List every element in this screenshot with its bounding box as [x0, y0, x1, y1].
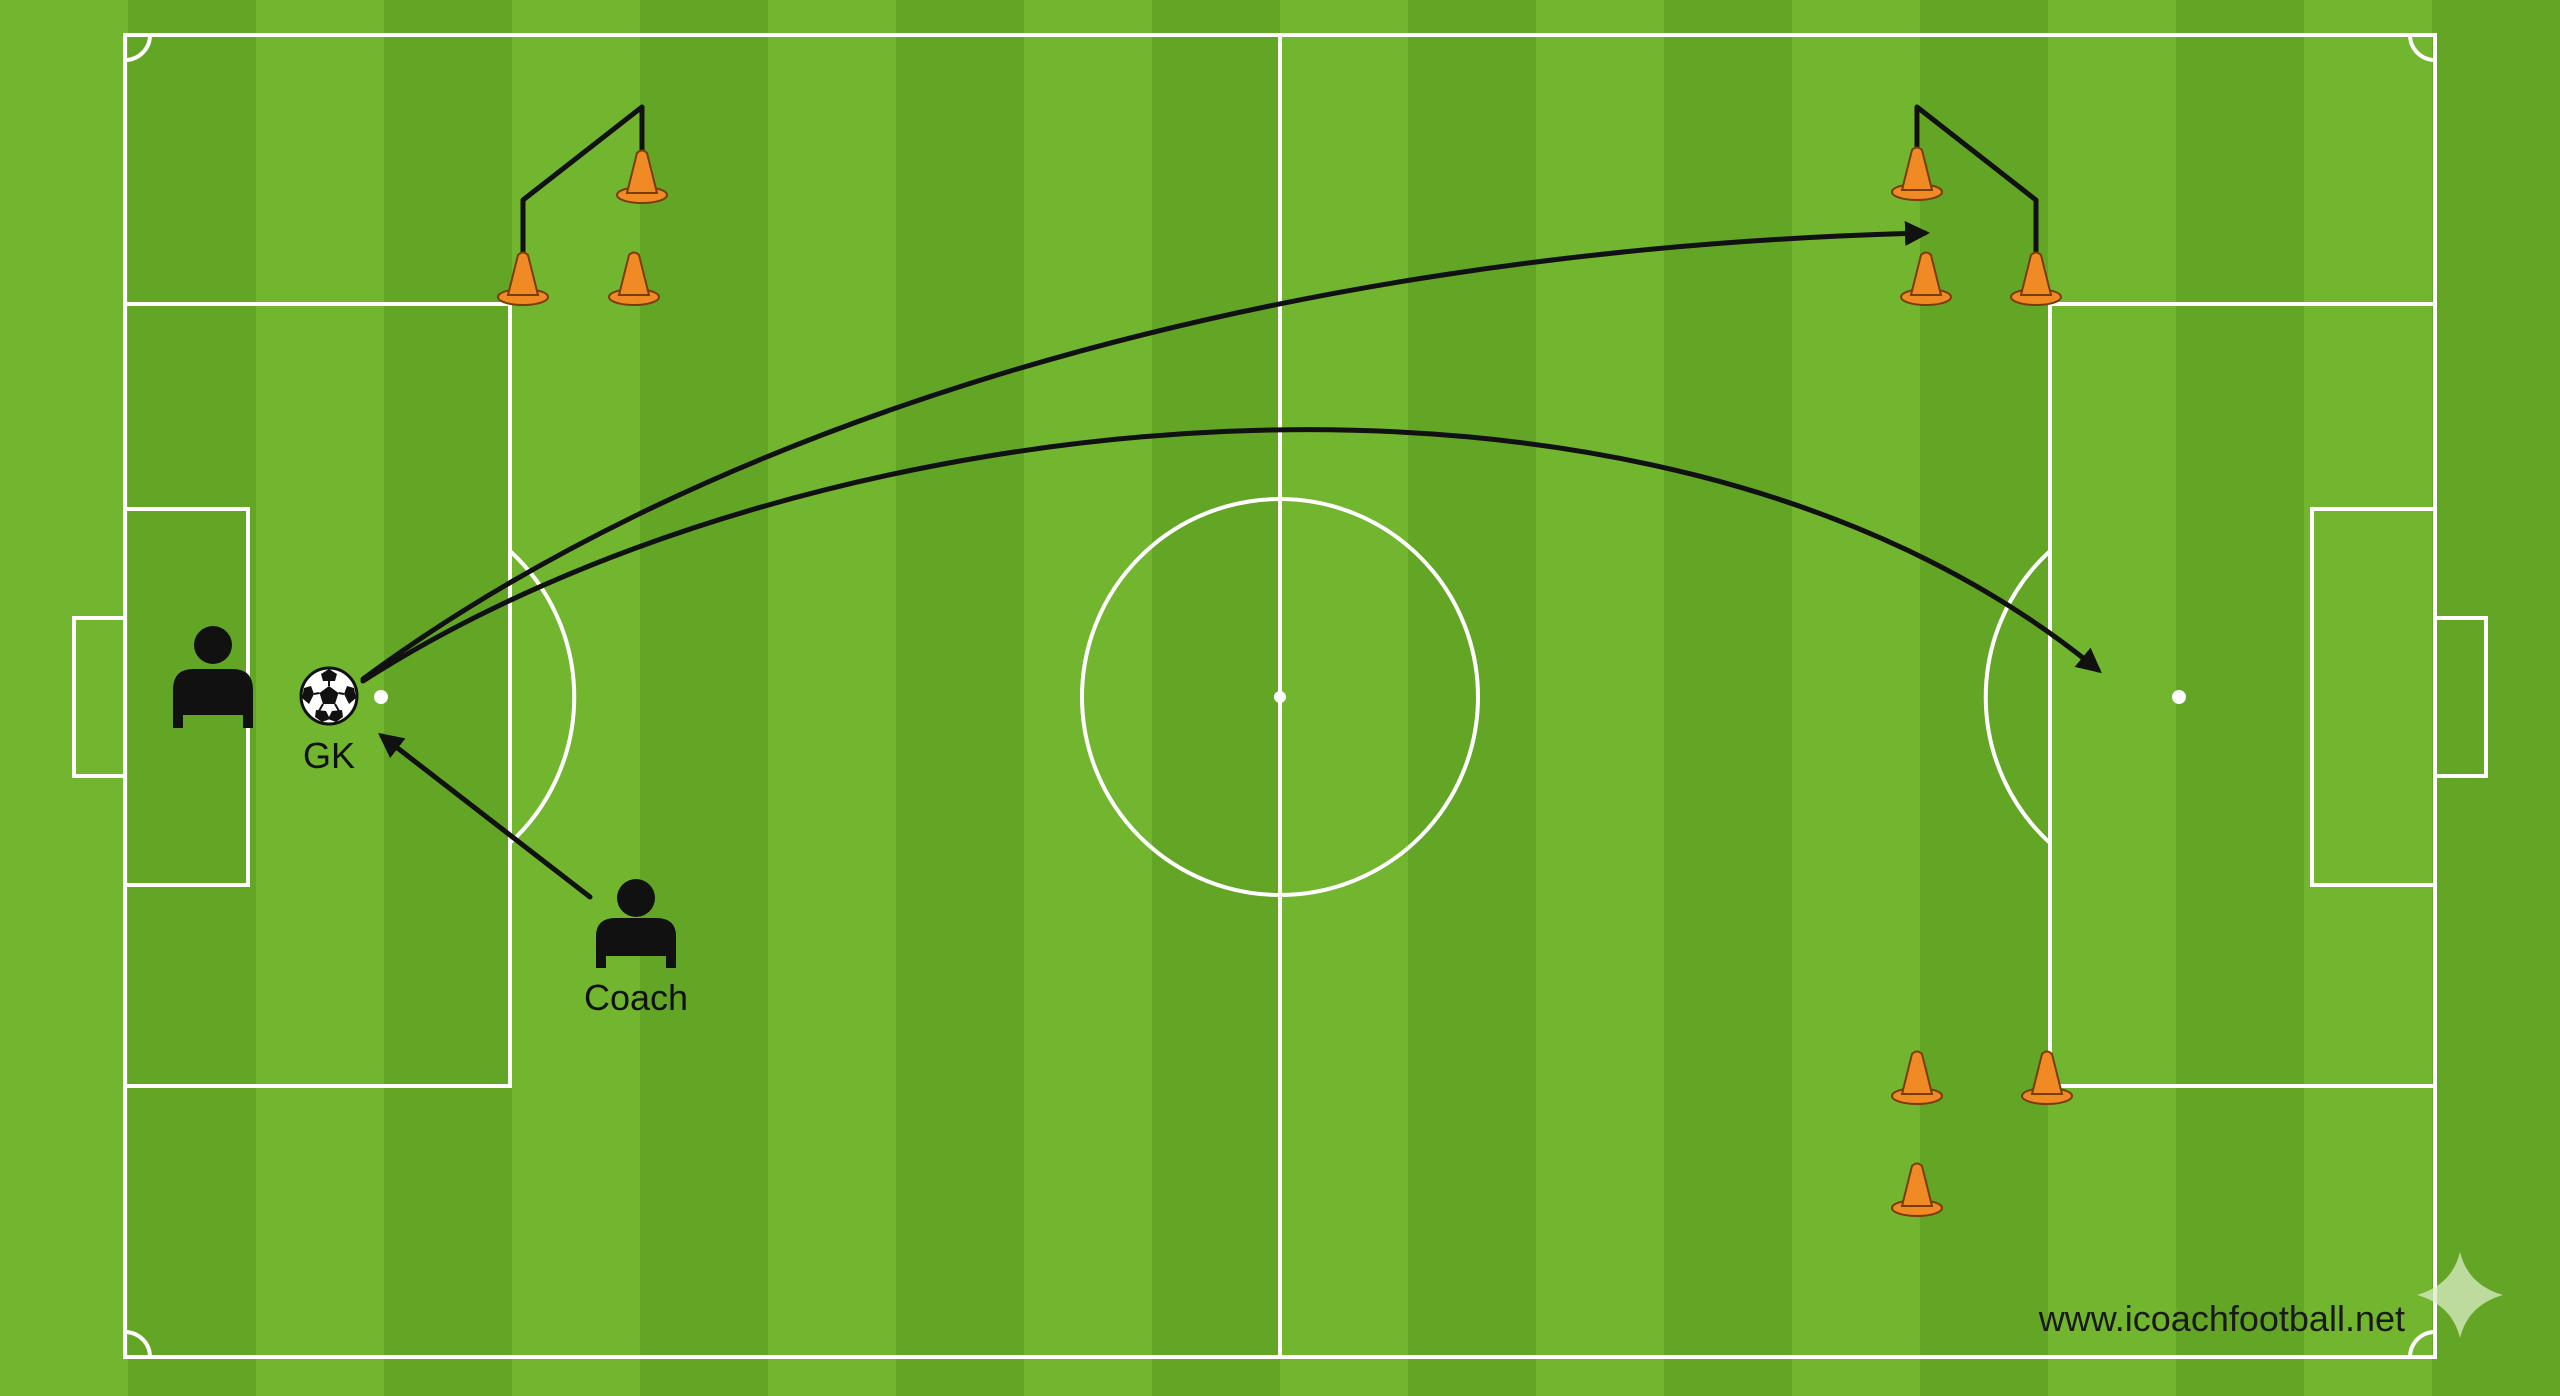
person-icon — [596, 879, 676, 968]
grass-stripe — [1280, 0, 1409, 1396]
grass-stripe — [1536, 0, 1665, 1396]
right-penalty-arc — [1983, 549, 2052, 845]
cone-icon — [1900, 251, 1952, 306]
pitch-spots — [374, 690, 2186, 704]
grass-stripe — [1792, 0, 1921, 1396]
grass-stripe — [0, 0, 129, 1396]
cone-icon — [1891, 146, 1943, 201]
right-goal — [2433, 616, 2488, 778]
cone-icon — [1891, 1162, 1943, 1217]
grass-stripe — [640, 0, 769, 1396]
cone-icon — [1891, 1050, 1943, 1105]
grass-stripe — [896, 0, 1025, 1396]
pass-arrow-to-top-goal — [360, 221, 1930, 682]
arrows — [360, 221, 2102, 900]
grass-stripe — [2176, 0, 2305, 1396]
cone-icon — [608, 251, 660, 306]
pass-arrow-to-right-box — [360, 427, 2102, 684]
center-circle — [1080, 497, 1480, 897]
cone-icon — [2021, 1050, 2073, 1105]
person-icon — [173, 626, 253, 728]
sparkle-icon — [2417, 1252, 2503, 1338]
right-penalty-spot — [2172, 690, 2186, 704]
grass-stripe — [768, 0, 897, 1396]
cone-icon — [616, 149, 668, 204]
soccer-ball-icon — [299, 666, 359, 726]
corner-arc-bottom-right — [2408, 1330, 2436, 1358]
left-goal — [72, 616, 127, 778]
coach-label: Coach — [584, 977, 688, 1018]
grass-stripe — [2432, 0, 2560, 1396]
grass-stripe — [1664, 0, 1793, 1396]
website-credit: www.icoachfootball.net — [2038, 1298, 2405, 1339]
corner-arc-top-left — [124, 34, 152, 62]
corner-arc-bottom-left — [124, 1330, 152, 1358]
grass-stripe — [512, 0, 641, 1396]
cone-icon — [2010, 251, 2062, 306]
gk-label: GK — [303, 735, 355, 776]
grass-stripe — [2048, 0, 2177, 1396]
coach-figure — [596, 879, 676, 968]
grass-stripe — [2304, 0, 2433, 1396]
grass-stripe — [1152, 0, 1281, 1396]
center-spot — [1274, 691, 1286, 703]
serve-arrow-coach-to-gk — [378, 732, 593, 900]
grass-stripe — [1024, 0, 1153, 1396]
grass-stripe — [1408, 0, 1537, 1396]
grass-stripe — [384, 0, 513, 1396]
left-penalty-spot — [374, 690, 388, 704]
goalkeeper-figure — [173, 626, 253, 728]
corner-arc-top-right — [2408, 34, 2436, 62]
cones-layer — [497, 146, 2073, 1217]
cone-icon — [497, 251, 549, 306]
